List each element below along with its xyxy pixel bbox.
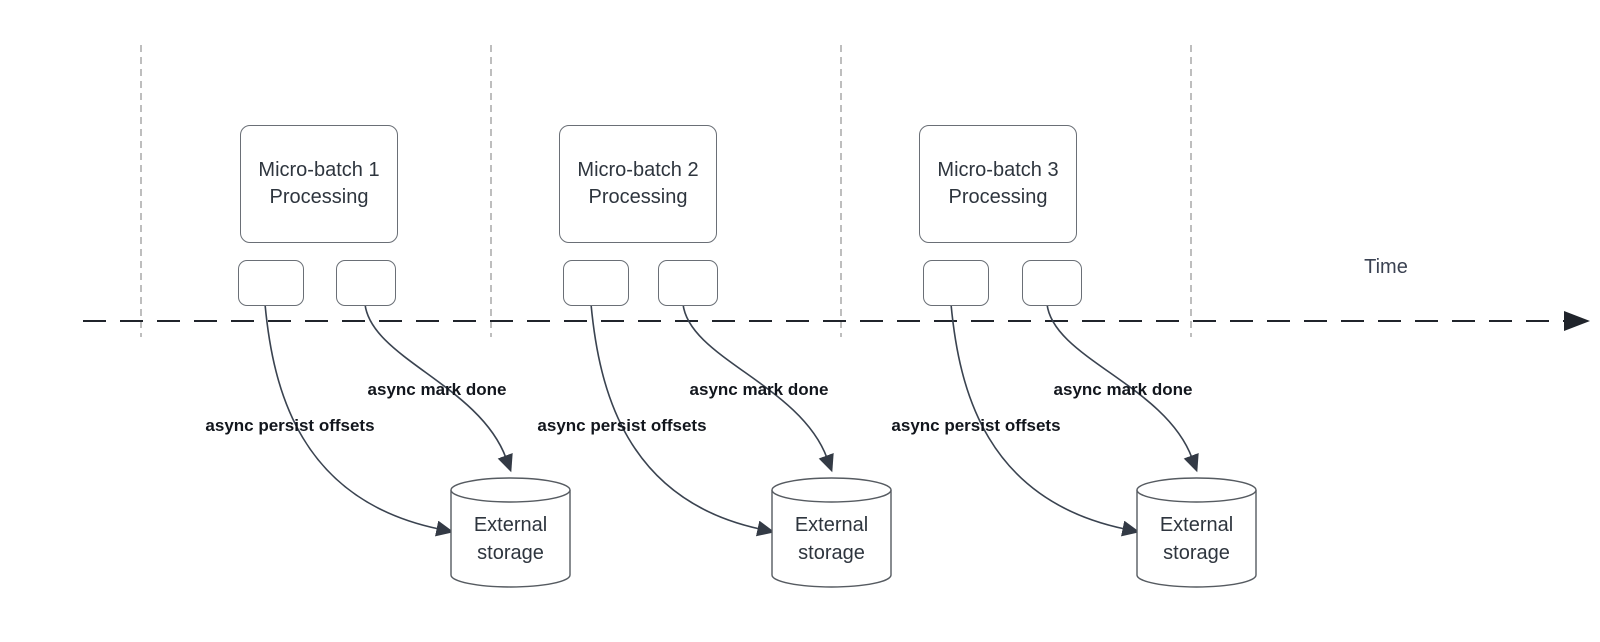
external-storage-label-1: External storage [451,511,570,567]
external-storage-cylinder-2 [771,477,892,588]
mark-done-arrow-3 [1046,303,1199,473]
external-storage-label-1-line1: External [473,514,548,536]
micro-batch-1-title-line1: Micro-batch 1 [258,159,380,181]
persist-offsets-arrow-2 [590,303,775,537]
async-task-box-1b [336,260,396,306]
external-storage-label-2-line2: storage [798,542,865,564]
persist-offsets-label-3: async persist offsets [891,416,1061,435]
micro-batch-3-title-line2: Processing [948,186,1048,208]
micro-batch-2-title-line1: Micro-batch 2 [577,159,699,181]
micro-batch-1-box: Micro-batch 1 Processing [240,125,398,243]
time-axis-label: Time [1364,256,1408,278]
async-task-box-2b [658,260,718,306]
mark-done-label-2: async mark done [689,380,829,399]
external-storage-label-2-line1: External [794,514,869,536]
external-storage-cylinder-3 [1136,477,1257,588]
persist-offsets-label-1: async persist offsets [205,416,375,435]
micro-batch-2-box: Micro-batch 2 Processing [559,125,717,243]
mark-done-label-3: async mark done [1053,380,1193,399]
persist-offsets-arrow-3 [950,303,1140,537]
external-storage-label-2: External storage [772,511,891,567]
mark-done-arrow-1 [364,303,513,473]
async-task-box-1a [238,260,304,306]
mark-done-label-1: async mark done [367,380,507,399]
external-storage-cylinder-1 [450,477,571,588]
external-storage-label-3-line2: storage [1163,542,1230,564]
external-storage-label-3-line1: External [1159,514,1234,536]
async-task-box-3a [923,260,989,306]
micro-batch-3-box: Micro-batch 3 Processing [919,125,1077,243]
persist-offsets-label-2: async persist offsets [537,416,707,435]
external-storage-label-1-line2: storage [477,542,544,564]
external-storage-label-3: External storage [1137,511,1256,567]
micro-batch-1-title-line2: Processing [269,186,369,208]
persist-offsets-arrow-1 [264,303,454,537]
mark-done-arrow-2 [682,303,834,473]
micro-batch-3-title-line1: Micro-batch 3 [937,159,1059,181]
async-task-box-2a [563,260,629,306]
async-task-box-3b [1022,260,1082,306]
micro-batch-2-title-line2: Processing [588,186,688,208]
